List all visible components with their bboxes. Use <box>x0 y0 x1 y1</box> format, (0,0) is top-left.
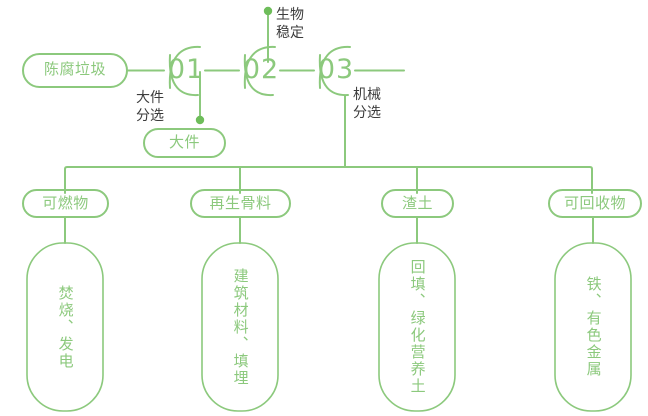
outcome-box-3-outline <box>378 242 456 412</box>
bulky-output-label: 大件 <box>168 133 200 151</box>
step2-branch-dot <box>263 6 273 16</box>
step1-arc-top <box>168 45 201 89</box>
outcome-box-1: 焚烧、发电 <box>27 243 103 411</box>
step1-arc-bottom <box>168 54 199 97</box>
outcome-box-2: 建筑材料、填埋 <box>202 243 278 411</box>
step2-arc-bottom <box>243 54 274 97</box>
outcome-box-4-outline <box>554 242 632 412</box>
output-label-2: 再生骨料 <box>209 194 272 212</box>
outcome-box-3: 回填、绿化营养土 <box>379 243 455 411</box>
step-number-01: 01 <box>167 54 205 85</box>
distribution-bus <box>64 166 593 194</box>
step-note-03-line1: 机械 <box>353 87 381 103</box>
step-note-01-line1: 大件 <box>136 90 164 106</box>
step3-arc-top <box>318 45 351 89</box>
output-label-1: 可燃物 <box>42 194 89 212</box>
step-note-03-line2: 分选 <box>353 105 381 121</box>
outcome-text-2: 建筑材料、填埋 <box>231 267 250 387</box>
step-number-03: 03 <box>317 54 355 85</box>
step3-arc-bottom <box>318 54 349 97</box>
step2-arc-top <box>243 45 276 89</box>
outcome-text-3: 回填、绿化营养土 <box>408 259 427 395</box>
step-note-02-line2: 稳定 <box>276 25 304 41</box>
output-label-3: 渣土 <box>401 194 433 212</box>
step-note-01-line2: 分选 <box>136 108 164 124</box>
step-number-02: 02 <box>242 54 280 85</box>
outcome-text-1: 焚烧、发电 <box>56 284 75 370</box>
bulky-pill-outline <box>143 128 226 158</box>
source-label: 陈腐垃圾 <box>43 60 106 78</box>
output-label-4: 可回收物 <box>563 194 626 212</box>
step1-branch-dot <box>195 115 205 125</box>
outcome-text-4: 铁、有色金属 <box>584 276 603 378</box>
outcome-box-1-outline <box>26 242 104 412</box>
outcome-box-2-outline <box>201 242 279 412</box>
output-pill-4-outline <box>548 189 642 218</box>
outcome-box-4: 铁、有色金属 <box>555 243 631 411</box>
step-note-02-line1: 生物 <box>276 7 304 23</box>
